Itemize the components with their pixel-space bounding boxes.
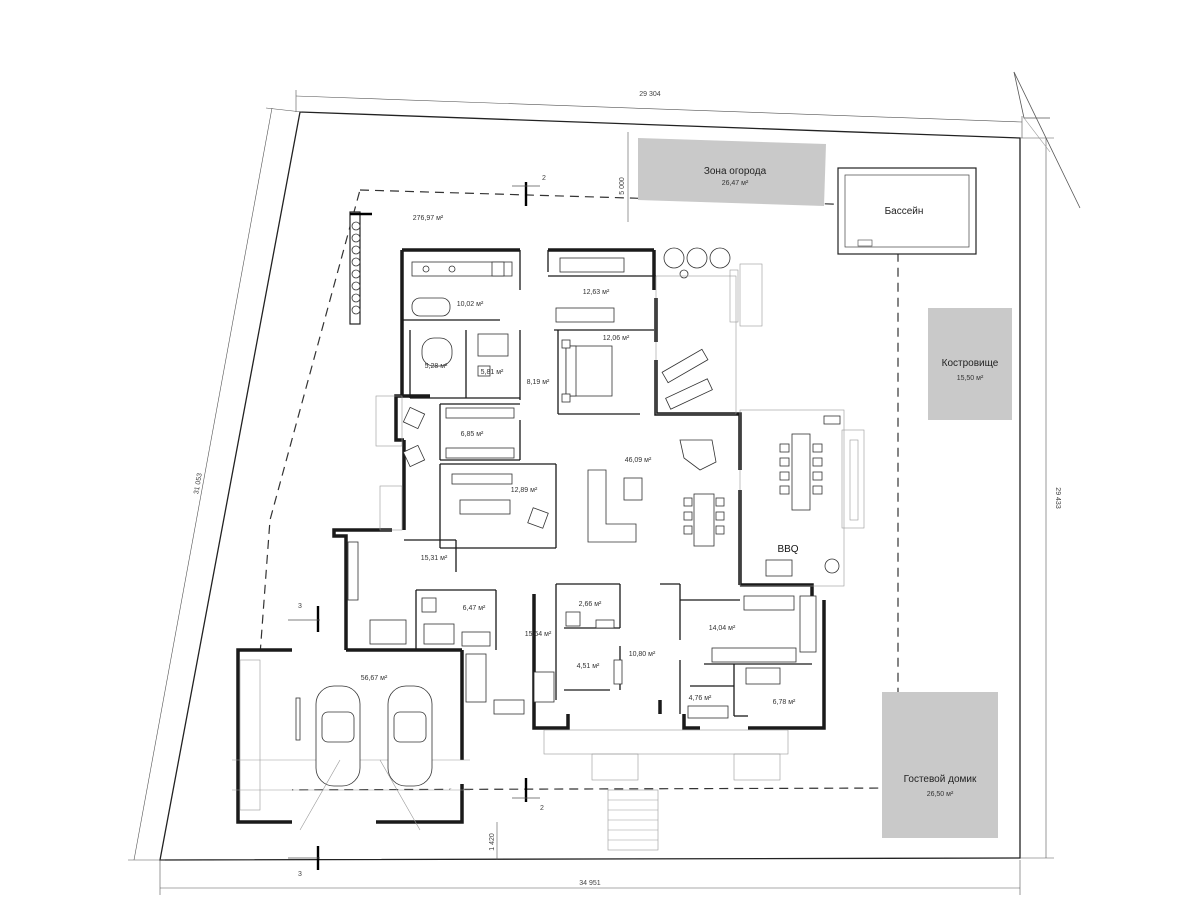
trees-top: [663, 247, 731, 279]
hedge: [349, 211, 372, 325]
room-area: 6,78 м²: [773, 699, 796, 706]
section-mark-2-bottom: 2: [512, 778, 544, 812]
dim-top-label: 29 304: [639, 91, 661, 98]
dim-offset-top-label: 5 000: [619, 177, 626, 195]
bbq-label: BBQ: [777, 544, 798, 555]
garden-zone-area: 26,47 м²: [722, 180, 749, 187]
guesthouse-label: Гостевой домик: [904, 774, 977, 785]
pool: Бассейн: [837, 167, 977, 255]
garden-zone: Зона огорода 26,47 м²: [638, 138, 826, 206]
room-area: 12,89 м²: [511, 487, 538, 494]
dimension-offset-bottom: 1 420: [489, 822, 498, 860]
dimension-top: 29 304: [295, 90, 1023, 138]
section-mark-label: 3: [298, 603, 302, 610]
section-mark-label: 2: [542, 175, 546, 182]
garden-zone-label: Зона огорода: [704, 166, 767, 177]
room-area: 15,31 м²: [421, 555, 448, 562]
dim-right-label: 29 433: [1054, 487, 1061, 509]
room-area: 4,51 м²: [577, 663, 600, 670]
room-area: 10,02 м²: [457, 301, 484, 308]
room-area: 6,47 м²: [463, 605, 486, 612]
pool-label: Бассейн: [885, 206, 924, 217]
section-mark-2-top: 2: [512, 175, 546, 206]
firepit-zone: Костровище 15,50 м²: [928, 308, 1012, 420]
room-area: 8,19 м²: [527, 379, 550, 386]
firepit-area: 15,50 м²: [957, 375, 984, 382]
yard-area: 276,97 м²: [413, 215, 444, 222]
section-mark-label: 2: [540, 805, 544, 812]
room-area: 46,09 м²: [625, 457, 652, 464]
guesthouse-zone: Гостевой домик 26,50 м²: [882, 692, 998, 838]
room-area: 10,80 м²: [629, 651, 656, 658]
room-area: 5,81 м²: [481, 369, 504, 376]
dim-left-label: 31 053: [193, 472, 204, 494]
dim-bottom-label: 34 951: [579, 880, 601, 887]
house-interior-walls: [402, 250, 812, 717]
section-mark-3-bottom: 3: [288, 846, 320, 878]
dimension-left: 31 053: [128, 107, 303, 861]
section-mark-label: 3: [298, 871, 302, 878]
room-area: 15,64 м²: [525, 631, 552, 638]
room-area: 12,63 м²: [583, 289, 610, 296]
room-area: 2,66 м²: [579, 601, 602, 608]
room-area: 6,85 м²: [461, 431, 484, 438]
dimension-bottom: 34 951: [159, 860, 1021, 895]
guesthouse-area: 26,50 м²: [927, 791, 954, 798]
room-area: 4,76 м²: [689, 695, 712, 702]
room-area: 12,06 м²: [603, 335, 630, 342]
dimension-right: 29 433: [1020, 137, 1061, 859]
room-area: 56,67 м²: [361, 675, 388, 682]
firepit-label: Костровище: [942, 358, 999, 369]
room-area: 5,28 м²: [425, 363, 448, 370]
dim-offset-bottom-label: 1 420: [489, 833, 496, 851]
setback-line: [249, 189, 899, 791]
room-area: 14,04 м²: [709, 625, 736, 632]
dimension-offset-top: 5 000: [619, 132, 629, 222]
room-labels: 10,02 м² 12,63 м² 12,06 м² 5,28 м² 5,81 …: [361, 289, 796, 706]
north-arrow-icon: [1013, 71, 1081, 209]
furniture: [295, 257, 841, 831]
section-mark-3-top: 3: [288, 603, 320, 632]
